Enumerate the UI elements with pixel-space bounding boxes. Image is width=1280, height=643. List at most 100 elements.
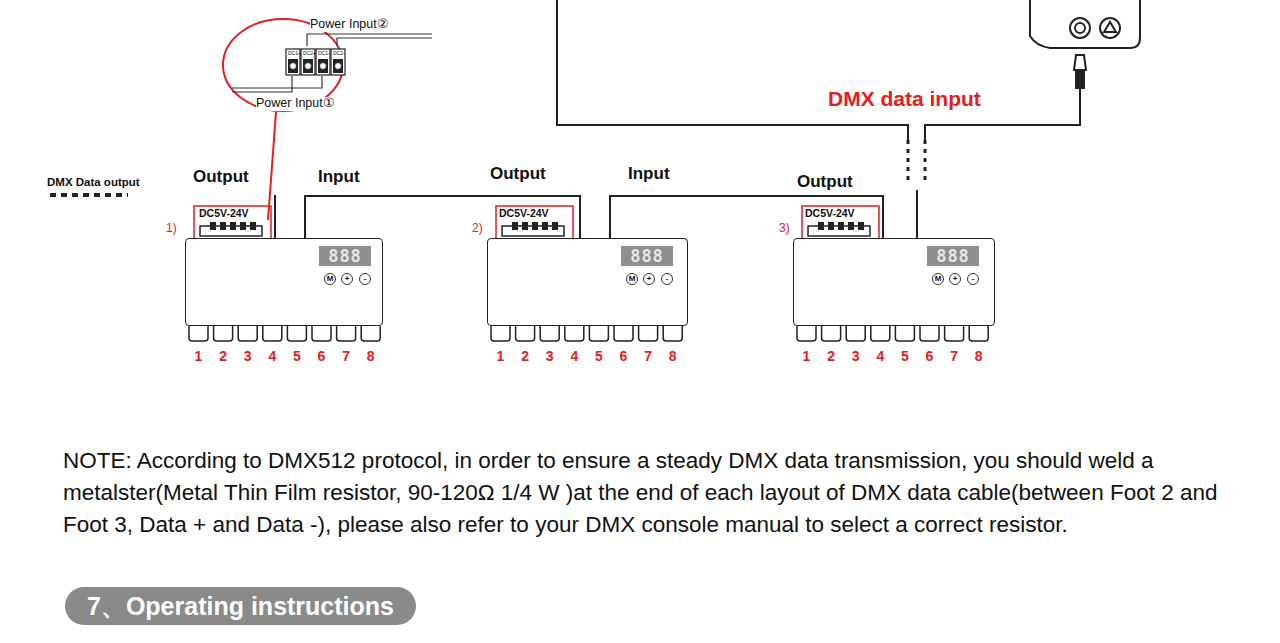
terminal-screw xyxy=(552,222,558,230)
button-label: + xyxy=(643,273,655,285)
port-label: Output xyxy=(797,173,853,192)
output-port xyxy=(639,326,658,341)
output-port xyxy=(238,326,257,341)
terminal-label: DC1- xyxy=(318,51,330,57)
port-label: Output xyxy=(193,168,249,187)
terminal-screw xyxy=(512,222,518,230)
pin-number: 3 xyxy=(244,349,252,364)
voltage-label: DC5V-24V xyxy=(499,208,549,220)
terminal-screw xyxy=(522,222,528,230)
pin-number: 2 xyxy=(219,349,227,364)
segment-display: 888 xyxy=(621,246,673,266)
voltage-label: DC5V-24V xyxy=(199,208,249,220)
pin-number: 7 xyxy=(342,349,350,364)
callout-number: 2) xyxy=(472,222,483,235)
pin-number: 1 xyxy=(497,349,505,364)
pin-number: 1 xyxy=(803,349,811,364)
output-port xyxy=(540,326,559,341)
output-port xyxy=(846,326,865,341)
pin-number: 4 xyxy=(570,349,578,364)
button-label: + xyxy=(949,273,961,285)
pin-number: 5 xyxy=(595,349,603,364)
dmx-decoder: 888M+- xyxy=(793,238,995,326)
pin-number: 4 xyxy=(876,349,884,364)
pin-number: 3 xyxy=(546,349,554,364)
callout-number: 1) xyxy=(166,222,177,235)
output-port xyxy=(969,326,988,341)
output-port xyxy=(263,326,282,341)
terminal-screw xyxy=(858,222,864,230)
note-text: NOTE: According to DMX512 protocol, in o… xyxy=(63,445,1223,541)
segment-display: 888 xyxy=(927,246,979,266)
port-label: Input xyxy=(628,165,670,184)
output-port xyxy=(287,326,306,341)
section-heading: 7、Operating instructions xyxy=(65,587,416,625)
power-input-label: Power Input① xyxy=(256,97,335,111)
pin-number: 6 xyxy=(318,349,326,364)
dmx-decoder: 888M+- xyxy=(185,238,383,326)
pin-number: 8 xyxy=(975,349,983,364)
signal-label: DMX data input xyxy=(828,87,981,110)
terminal-screw xyxy=(848,222,854,230)
terminal-screw xyxy=(542,222,548,230)
output-port xyxy=(214,326,233,341)
pin-number: 8 xyxy=(367,349,375,364)
section-title: 7、Operating instructions xyxy=(87,587,394,625)
output-port xyxy=(945,326,964,341)
terminal-screw xyxy=(230,222,236,230)
terminal-label: DC2+ xyxy=(303,51,316,57)
terminal-screw xyxy=(250,222,256,230)
output-port xyxy=(516,326,535,341)
terminal-screw xyxy=(240,222,246,230)
pin-number: 1 xyxy=(195,349,203,364)
button-label: + xyxy=(341,273,353,285)
terminal-screw xyxy=(818,222,824,230)
power-input-label: Power Input② xyxy=(310,18,389,32)
output-port xyxy=(361,326,380,341)
callout-number: 3) xyxy=(779,222,790,235)
pin-number: 7 xyxy=(644,349,652,364)
output-port xyxy=(189,326,208,341)
terminal-screw xyxy=(220,222,226,230)
terminal-label: DC2- xyxy=(333,51,345,57)
segment-display: 888 xyxy=(319,246,371,266)
dmx-link-cable xyxy=(610,196,883,238)
output-port xyxy=(337,326,356,341)
button-label: M xyxy=(626,273,638,285)
terminal-screw xyxy=(210,222,216,230)
output-port xyxy=(895,326,914,341)
output-port xyxy=(822,326,841,341)
pin-number: 3 xyxy=(852,349,860,364)
callout-outline xyxy=(222,18,482,128)
port-label: Output xyxy=(490,165,546,184)
output-port xyxy=(312,326,331,341)
pin-number: 7 xyxy=(950,349,958,364)
terminal-label: DC1+ xyxy=(288,51,301,57)
terminal-screw xyxy=(838,222,844,230)
button-label: M xyxy=(932,273,944,285)
output-ports xyxy=(189,326,988,341)
output-port xyxy=(589,326,608,341)
pin-number: 6 xyxy=(926,349,934,364)
pin-number: 8 xyxy=(669,349,677,364)
terminal-highlight xyxy=(802,206,879,239)
dmx-console xyxy=(1030,0,1140,88)
output-port xyxy=(614,326,633,341)
pin-number: 4 xyxy=(268,349,276,364)
output-port xyxy=(871,326,890,341)
signal-label: DMX Data output xyxy=(47,176,140,189)
callout-circle: Power Input②DC1+DC2+DC1-DC2-Power Input① xyxy=(222,18,344,113)
terminal-highlight xyxy=(496,206,573,239)
dmx-output-cable xyxy=(50,195,275,238)
button-label: - xyxy=(661,273,673,285)
dmx-link-cable xyxy=(305,196,580,238)
button-label: M xyxy=(324,273,336,285)
pin-number: 6 xyxy=(620,349,628,364)
port-label: Input xyxy=(318,168,360,187)
output-port xyxy=(663,326,682,341)
output-port xyxy=(491,326,510,341)
pin-number: 5 xyxy=(901,349,909,364)
dmx-decoder: 888M +- xyxy=(487,238,688,326)
pin-number: 2 xyxy=(521,349,529,364)
output-port xyxy=(920,326,939,341)
